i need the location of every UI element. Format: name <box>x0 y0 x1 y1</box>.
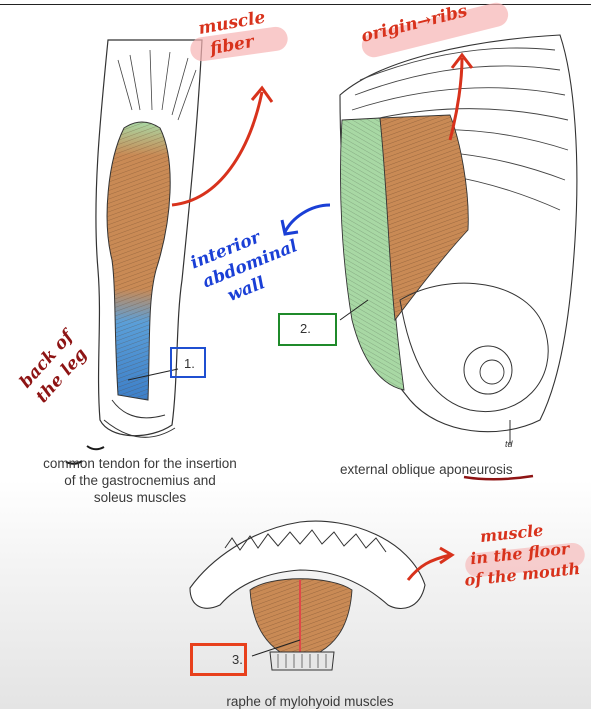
abdomen-caption: external oblique aponeurosis <box>340 461 570 478</box>
arrow-to-abdomen <box>285 205 330 232</box>
leg-caption-line2-pre: of the <box>64 473 102 488</box>
label-3: 3. <box>232 652 243 667</box>
leg-caption-gastrocnemius: gastrocnemius and <box>102 473 216 488</box>
mouth-caption: raphe of mylohyoid muscles <box>210 693 410 710</box>
artist-initials: td <box>505 439 513 449</box>
mouth-caption-text: raphe of mylohyoid muscles <box>226 694 393 709</box>
leg-caption-line1-post: for the insertion <box>140 456 237 471</box>
abdomen-caption-aponeurosis: aponeurosis <box>439 462 513 477</box>
label-1: 1. <box>184 356 195 371</box>
underline-tendon <box>87 446 104 449</box>
leg-caption-line3: soleus muscles <box>94 490 186 505</box>
abdomen-caption-pre: external oblique <box>340 462 439 477</box>
leg-caption-tendon: tendon <box>99 456 140 471</box>
leg-caption-line1-pre: common <box>43 456 99 471</box>
note-muscle-floor-mouth: muscle in the floor of the mouth <box>459 516 581 591</box>
leg-caption: common tendon for the insertion of the g… <box>24 455 256 506</box>
label-2: 2. <box>300 321 311 336</box>
